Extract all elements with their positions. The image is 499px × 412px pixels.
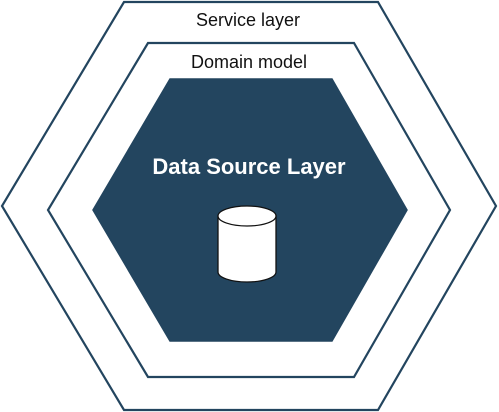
database-cylinder-top: [217, 205, 277, 227]
domain-model-label: Domain model: [191, 52, 307, 72]
service-layer-label: Service layer: [196, 10, 300, 30]
data-source-layer-label: Data Source Layer: [152, 154, 346, 179]
database-cylinder-body: [217, 215, 277, 283]
database-cylinder-icon: [217, 205, 277, 283]
